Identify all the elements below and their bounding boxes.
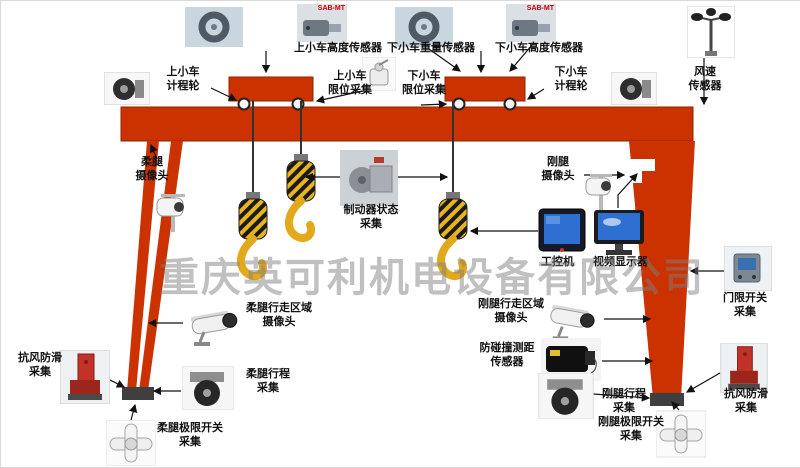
label-rigid-leg-area-camera: 刚腿行走区域 摄像头 bbox=[478, 298, 544, 325]
flexible-leg-limit-switch-image bbox=[106, 420, 156, 466]
label-industrial-pc: 工控机 bbox=[541, 256, 574, 268]
label-upper-trolley-odometer: 上小车 计程轮 bbox=[166, 66, 200, 93]
trolley-limit-switch-image bbox=[362, 57, 396, 91]
flexible-leg-area-camera-image bbox=[184, 298, 246, 348]
lower-trolley bbox=[444, 76, 526, 111]
upper-odometer-wheel-image bbox=[104, 72, 150, 105]
video-monitor-image bbox=[590, 208, 648, 258]
lower-trolley-height-sensor-image: SAB-MT bbox=[506, 4, 556, 42]
label-rigid-leg-limit-switch: 刚腿极限开关 采集 bbox=[598, 416, 664, 443]
sensor-model-badge: SAB-MT bbox=[526, 5, 554, 12]
lower-trolley-load-cell-image bbox=[395, 7, 453, 47]
rigid-leg-ptz-camera-image bbox=[578, 166, 624, 212]
rigid-leg-travel-wheel-image bbox=[538, 373, 594, 419]
label-flexible-leg-limit-switch: 柔腿极限开关 采集 bbox=[157, 422, 223, 449]
label-rigid-leg-camera: 刚腿 摄像头 bbox=[541, 156, 575, 183]
industrial-pc-image bbox=[536, 206, 588, 256]
rigid-leg-area-camera-image bbox=[543, 293, 603, 343]
label-lower-trolley-odometer: 下小车 计程轮 bbox=[554, 66, 588, 93]
sensor-model-badge: SAB-MT bbox=[317, 5, 345, 12]
hook-left bbox=[237, 101, 268, 281]
lower-odometer-wheel-image bbox=[611, 72, 657, 105]
rigid-leg-limit-switch-image bbox=[656, 410, 706, 458]
label-video-display: 视频显示器 bbox=[593, 256, 648, 268]
upper-trolley-load-cell-image bbox=[185, 7, 243, 47]
label-upper-trolley-height-sensor: 上小车高度传感器 bbox=[294, 42, 382, 54]
upper-trolley-height-sensor-image: SAB-MT bbox=[297, 4, 347, 42]
label-rigid-leg-travel: 刚腿行程 采集 bbox=[602, 388, 646, 415]
connector-arrows bbox=[109, 44, 724, 421]
label-flexible-leg-camera: 柔腿 摄像头 bbox=[135, 156, 169, 183]
flexible-leg-travel-wheel-image bbox=[182, 366, 234, 410]
anemometer-image bbox=[687, 6, 735, 58]
label-anti-wind-left: 抗风防滑 采集 bbox=[18, 352, 62, 379]
flexible-leg-ptz-camera-image bbox=[147, 184, 199, 232]
label-upper-trolley-limit: 上小车 限位采集 bbox=[328, 70, 372, 97]
hook-middle bbox=[285, 101, 316, 243]
door-limit-switch-image bbox=[724, 246, 772, 291]
anti-wind-rail-clamp-left-image bbox=[60, 350, 110, 404]
label-wind-speed-sensor: 风速 传感器 bbox=[688, 66, 722, 93]
rigid-leg bbox=[629, 141, 695, 406]
anti-wind-rail-clamp-right-image bbox=[720, 343, 768, 393]
label-flexible-leg-travel: 柔腿行程 采集 bbox=[246, 368, 290, 395]
label-flexible-leg-area-camera: 柔腿行走区域 摄像头 bbox=[246, 302, 312, 329]
brake-mechanism-image bbox=[340, 150, 398, 206]
label-brake-status: 制动器状态 采集 bbox=[343, 204, 399, 231]
hook-right bbox=[437, 101, 468, 281]
label-door-limit-switch: 门限开关 采集 bbox=[723, 292, 767, 319]
label-lower-trolley-height-sensor: 下小车高度传感器 bbox=[495, 42, 583, 54]
label-lower-trolley-limit: 下小车 限位采集 bbox=[402, 70, 446, 97]
label-anti-wind-right: 抗风防滑 采集 bbox=[724, 388, 768, 415]
label-anti-collision-sensor: 防碰撞测距 传感器 bbox=[479, 342, 535, 369]
main-beam bbox=[120, 106, 694, 142]
label-lower-trolley-weight-sensor: 下小车重量传感器 bbox=[387, 42, 475, 54]
